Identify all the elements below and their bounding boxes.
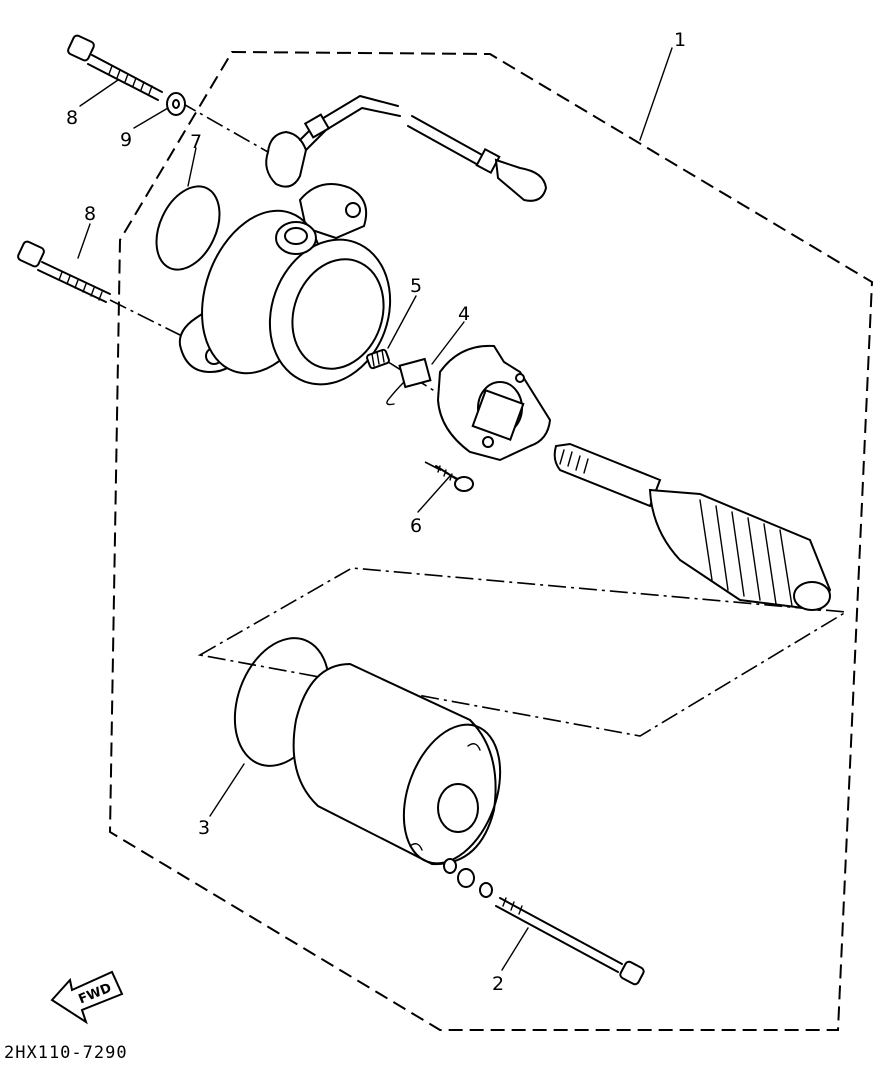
bolt-centerline-upper: [179, 101, 269, 153]
callout-3: 3: [198, 817, 210, 839]
fwd-arrow-icon: FWD: [50, 970, 124, 1025]
armature-alignment-plane: [197, 567, 849, 737]
o-ring-upper: [155, 185, 221, 271]
long-bolt: [443, 858, 645, 986]
callout-8-lower: 8: [84, 203, 96, 225]
callout-2: 2: [492, 973, 504, 995]
lead-wire-cap: [265, 95, 548, 202]
assembly-boundary-outline: [108, 50, 874, 1031]
callout-6: 6: [410, 515, 422, 537]
armature: [553, 442, 832, 612]
bolt-upper: [67, 34, 163, 101]
callout-5: 5: [410, 275, 422, 297]
leader-lines: [77, 47, 673, 971]
callout-1: 1: [674, 29, 686, 51]
brush-holder-plate: [386, 344, 552, 462]
bolt-centerline-lower: [109, 299, 201, 346]
front-cover-housing: [178, 183, 392, 386]
brush-screw: [435, 465, 474, 492]
drawing-code: 2HX110-7290: [4, 1043, 128, 1063]
callout-7: 7: [190, 131, 202, 153]
brush-spring: [366, 348, 390, 370]
callout-8-upper: 8: [66, 107, 78, 129]
washer: [166, 92, 186, 116]
bolt-lower: [17, 240, 111, 303]
callout-4: 4: [458, 303, 470, 325]
yoke: [292, 662, 502, 866]
callout-9: 9: [120, 129, 132, 151]
